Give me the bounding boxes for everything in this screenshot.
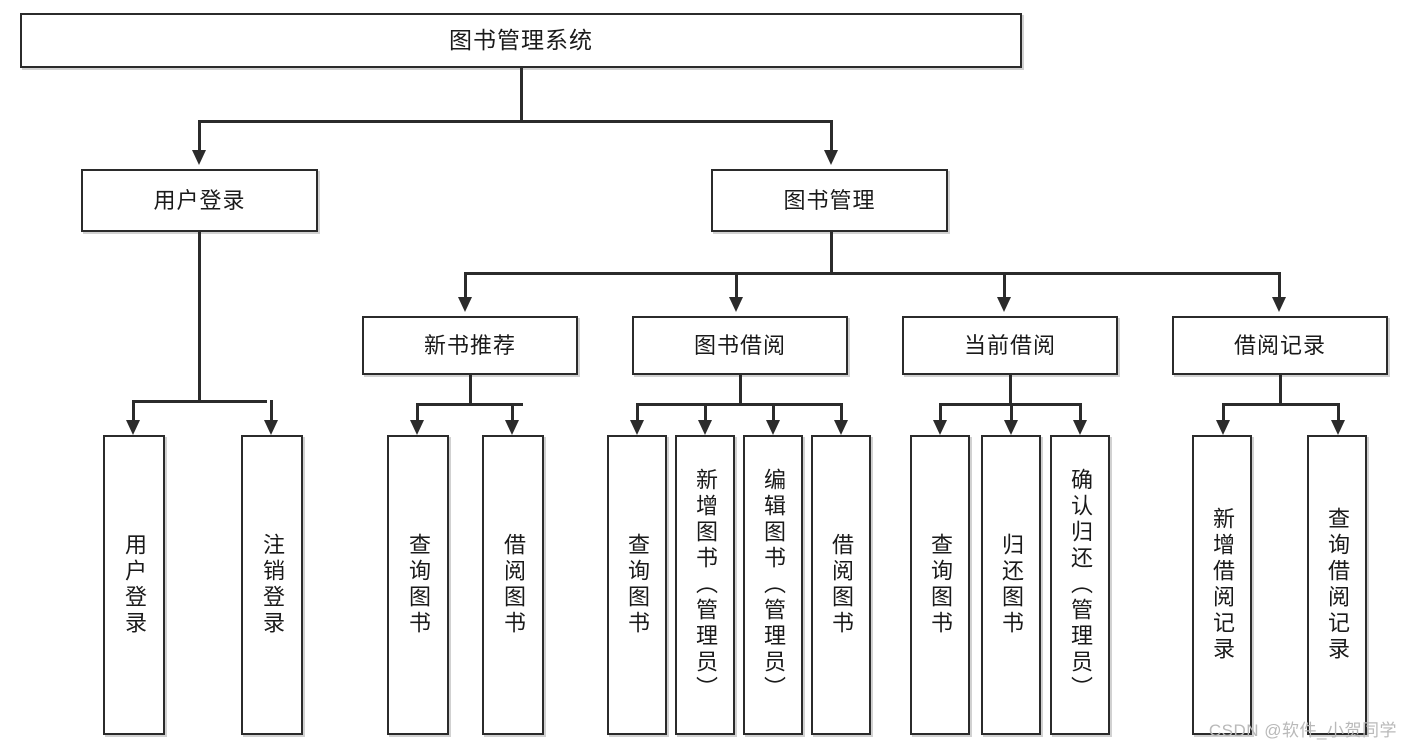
leaf-user-login-login[interactable]: 用户登录 (103, 435, 165, 735)
arrowhead-record-1 (1216, 420, 1230, 435)
watermark-text: CSDN @软件_小贺同学 (1208, 721, 1397, 740)
node-label: 图书管理系统 (449, 27, 593, 54)
connector-level2-bus (198, 120, 832, 123)
node-label: 归还图书 (999, 533, 1024, 637)
connector-record-bus (1222, 403, 1339, 406)
node-borrow-record[interactable]: 借阅记录 (1172, 316, 1388, 375)
connector-recommend-stem (469, 375, 472, 403)
connector-userlogin-bus (132, 400, 267, 403)
node-root-system[interactable]: 图书管理系统 (20, 13, 1022, 68)
connector-userlogin-stem (198, 232, 201, 400)
connector-bookmgmt-stem (830, 232, 833, 272)
leaf-record-query-record[interactable]: 查询借阅记录 (1307, 435, 1367, 735)
node-label: 查询图书 (625, 533, 650, 637)
leaf-record-add-record[interactable]: 新增借阅记录 (1192, 435, 1252, 735)
arrowhead-borrow-4 (834, 420, 848, 435)
arrowhead-level3-3 (997, 297, 1011, 312)
leaf-user-login-logout[interactable]: 注销登录 (241, 435, 303, 735)
leaf-recommend-query-book[interactable]: 查询图书 (387, 435, 449, 735)
connector-current-drop-3 (1079, 403, 1082, 422)
connector-recommend-drop-2 (511, 403, 514, 422)
connector-level3-drop-1 (464, 272, 467, 299)
arrowhead-current-2 (1004, 420, 1018, 435)
node-label: 借阅图书 (501, 533, 526, 637)
arrowhead-current-1 (933, 420, 947, 435)
connector-current-drop-1 (939, 403, 942, 422)
connector-record-drop-1 (1222, 403, 1225, 422)
node-label: 查询图书 (406, 533, 431, 637)
node-label: 注销登录 (260, 533, 285, 637)
arrowhead-level3-1 (458, 297, 472, 312)
node-label: 确认归还（管理员） (1068, 468, 1093, 702)
connector-level3-drop-4 (1278, 272, 1281, 299)
node-label: 用户登录 (122, 533, 147, 637)
arrowhead-borrow-1 (630, 420, 644, 435)
connector-record-stem (1279, 375, 1282, 403)
node-book-borrow[interactable]: 图书借阅 (632, 316, 848, 375)
leaf-borrow-add-book[interactable]: 新增图书（管理员） (675, 435, 735, 735)
node-current-borrow[interactable]: 当前借阅 (902, 316, 1118, 375)
connector-level2-drop-2 (830, 120, 833, 152)
arrowhead-record-2 (1331, 420, 1345, 435)
leaf-borrow-edit-book[interactable]: 编辑图书（管理员） (743, 435, 803, 735)
arrowhead-recommend-1 (410, 420, 424, 435)
arrowhead-borrow-2 (698, 420, 712, 435)
node-label: 新增图书（管理员） (693, 468, 718, 702)
connector-record-drop-2 (1337, 403, 1340, 422)
node-label: 查询借阅记录 (1325, 507, 1350, 663)
connector-userlogin-drop-1 (132, 400, 135, 422)
connector-borrow-drop-2 (704, 403, 707, 422)
connector-current-stem (1009, 375, 1012, 403)
node-new-book-recommend[interactable]: 新书推荐 (362, 316, 578, 375)
connector-borrow-stem (739, 375, 742, 403)
arrowhead-level2-1 (192, 150, 206, 165)
arrowhead-level3-4 (1272, 297, 1286, 312)
node-label: 图书管理 (783, 187, 876, 213)
leaf-recommend-borrow-book[interactable]: 借阅图书 (482, 435, 544, 735)
node-label: 新书推荐 (423, 332, 516, 358)
arrowhead-recommend-2 (505, 420, 519, 435)
node-label: 查询图书 (928, 533, 953, 637)
leaf-current-query-book[interactable]: 查询图书 (910, 435, 970, 735)
node-book-management[interactable]: 图书管理 (711, 169, 948, 232)
connector-borrow-drop-1 (636, 403, 639, 422)
leaf-borrow-borrow-book[interactable]: 借阅图书 (811, 435, 871, 735)
node-label: 当前借阅 (963, 332, 1056, 358)
node-label: 图书借阅 (693, 332, 786, 358)
connector-recommend-drop-1 (416, 403, 419, 422)
arrowhead-borrow-3 (766, 420, 780, 435)
connector-level3-bus (464, 272, 1280, 275)
node-label: 新增借阅记录 (1210, 507, 1235, 663)
connector-level3-drop-2 (735, 272, 738, 299)
arrowhead-current-3 (1073, 420, 1087, 435)
arrowhead-level3-2 (729, 297, 743, 312)
leaf-current-return-book[interactable]: 归还图书 (981, 435, 1041, 735)
connector-level3-drop-3 (1003, 272, 1006, 299)
connector-root-stem (520, 68, 523, 120)
node-label: 用户登录 (153, 187, 246, 213)
node-label: 借阅图书 (829, 533, 854, 637)
node-label: 借阅记录 (1233, 332, 1326, 358)
arrowhead-level2-2 (824, 150, 838, 165)
node-user-login[interactable]: 用户登录 (81, 169, 318, 232)
connector-borrow-drop-3 (772, 403, 775, 422)
node-label: 编辑图书（管理员） (761, 468, 786, 702)
connector-borrow-bus (636, 403, 842, 406)
connector-current-drop-2 (1010, 403, 1013, 422)
leaf-current-confirm-return[interactable]: 确认归还（管理员） (1050, 435, 1110, 735)
connector-level2-drop-1 (198, 120, 201, 152)
arrowhead-userlogin-1 (126, 420, 140, 435)
leaf-borrow-query-book[interactable]: 查询图书 (607, 435, 667, 735)
connector-userlogin-drop-2 (270, 400, 273, 422)
connector-borrow-drop-4 (840, 403, 843, 422)
arrowhead-userlogin-2 (264, 420, 278, 435)
connector-recommend-bus (416, 403, 523, 406)
